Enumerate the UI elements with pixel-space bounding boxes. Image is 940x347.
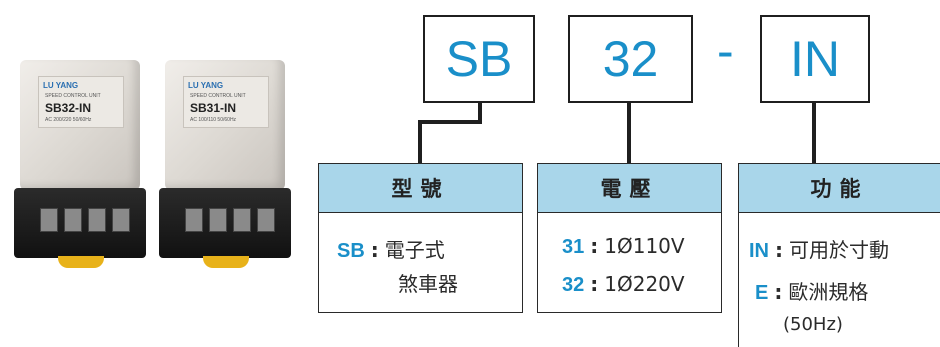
relay-mounting-clip bbox=[203, 256, 249, 268]
relay-subtitle: SPEED CONTROL UNIT bbox=[45, 93, 101, 99]
voltage-row: 31:1Ø110V bbox=[562, 234, 685, 258]
terminal-screw bbox=[185, 208, 203, 232]
model-desc: 煞車器 bbox=[398, 272, 458, 296]
relay-label: LU YANG SPEED CONTROL UNIT SB32-IN AC 20… bbox=[38, 76, 124, 128]
panel-function-header: 功能 bbox=[739, 164, 940, 213]
panel-voltage-header: 電壓 bbox=[538, 164, 721, 213]
code-voltage-box: 32 bbox=[568, 15, 693, 103]
panel-voltage: 電壓 31:1Ø110V 32:1Ø220V bbox=[537, 163, 722, 313]
function-key: IN bbox=[749, 240, 769, 262]
panel-function: 功能 IN:可用於寸動 E:歐洲規格 (50Hz) bbox=[738, 163, 940, 347]
function-desc: (50Hz) bbox=[783, 314, 843, 335]
model-desc: 電子式 bbox=[384, 238, 445, 262]
relay-mounting-clip bbox=[58, 256, 104, 268]
terminal-screw bbox=[88, 208, 106, 232]
function-desc: 可用於寸動 bbox=[789, 238, 889, 262]
terminal-screw bbox=[40, 208, 58, 232]
model-key: SB bbox=[337, 240, 365, 262]
relay-model: SB32-IN bbox=[45, 101, 92, 115]
relay-spec: AC 100/110 50/60Hz bbox=[190, 117, 237, 123]
terminal-screw bbox=[112, 208, 130, 232]
panel-model: 型號 SB:電子式 煞車器 bbox=[318, 163, 523, 313]
terminal-screw bbox=[64, 208, 82, 232]
function-row: IN:可用於寸動 bbox=[749, 238, 889, 262]
code-separator: - bbox=[717, 23, 734, 79]
relay-subtitle: SPEED CONTROL UNIT bbox=[190, 93, 246, 99]
terminal-screw bbox=[233, 208, 251, 232]
model-row: 煞車器 bbox=[398, 268, 458, 297]
terminal-screw bbox=[257, 208, 275, 232]
relay-spec: AC 200/220 50/60Hz bbox=[45, 117, 92, 123]
panel-model-header: 型號 bbox=[319, 164, 522, 213]
voltage-key: 32 bbox=[562, 274, 585, 296]
terminal-screw bbox=[209, 208, 227, 232]
brand-logo: LU YANG bbox=[43, 81, 79, 90]
function-row: E:歐洲規格 bbox=[755, 280, 869, 304]
relay-housing: LU YANG SPEED CONTROL UNIT SB32-IN AC 20… bbox=[20, 60, 140, 190]
voltage-key: 31 bbox=[562, 236, 585, 258]
function-row: (50Hz) bbox=[783, 314, 843, 335]
relay-housing: LU YANG SPEED CONTROL UNIT SB31-IN AC 10… bbox=[165, 60, 285, 190]
connector-voltage bbox=[627, 103, 631, 164]
connector-function bbox=[812, 103, 816, 164]
relay-label: LU YANG SPEED CONTROL UNIT SB31-IN AC 10… bbox=[183, 76, 269, 128]
connector-series bbox=[418, 120, 422, 164]
model-row: SB:電子式 bbox=[337, 238, 445, 262]
connector-series bbox=[478, 103, 482, 124]
voltage-row: 32:1Ø220V bbox=[562, 272, 685, 296]
voltage-desc: 1Ø110V bbox=[604, 234, 685, 258]
code-series-box: SB bbox=[423, 15, 535, 103]
brand-logo: LU YANG bbox=[188, 81, 224, 90]
voltage-desc: 1Ø220V bbox=[604, 272, 685, 296]
relay-model: SB31-IN bbox=[190, 101, 237, 115]
code-function-box: IN bbox=[760, 15, 870, 103]
connector-series bbox=[418, 120, 482, 124]
function-desc: 歐洲規格 bbox=[788, 280, 869, 304]
function-key: E bbox=[755, 282, 769, 304]
